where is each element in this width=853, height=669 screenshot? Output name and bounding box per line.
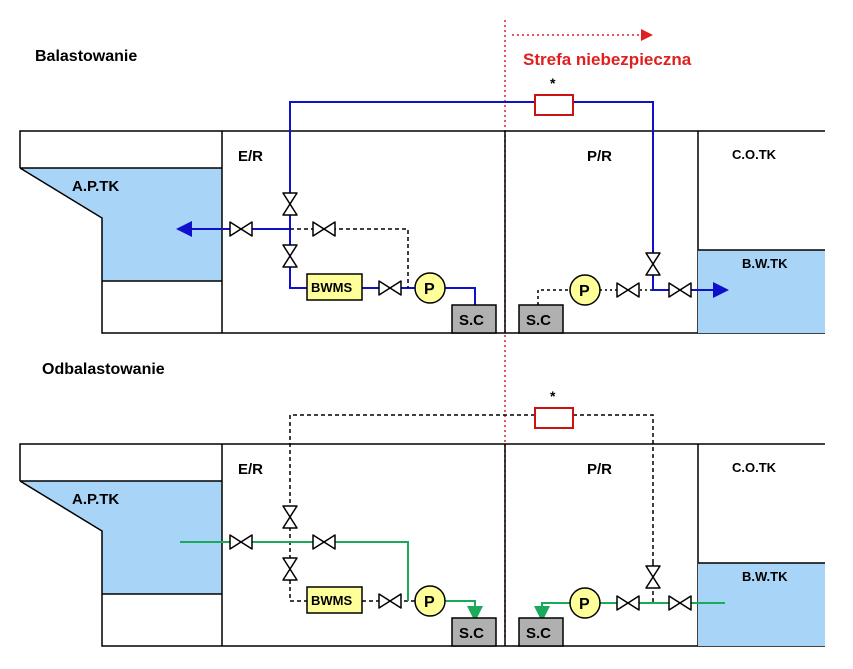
filter-box (534, 407, 574, 429)
danger-zone-label: Strefa niebezpieczna (523, 50, 692, 69)
bw-tank-valve-icon (668, 595, 692, 611)
bwms-inlet-line (289, 573, 307, 602)
ap-tank-fill (20, 481, 222, 594)
er-sea-chest (451, 304, 497, 334)
bwms-outlet-valve-icon (378, 593, 402, 609)
pr-sc-line (534, 602, 570, 622)
bwms-label: BWMS (311, 593, 352, 608)
pr-pump-icon (569, 274, 601, 306)
er-sea-chest (451, 617, 497, 647)
dashed-crossover-line (290, 228, 409, 288)
bw-tank-valve-icon (668, 282, 692, 298)
ap-tank-valve-icon (229, 534, 253, 550)
engine-room-label: E/R (238, 148, 263, 165)
ap-tank-label: A.P.TK (72, 491, 119, 508)
cargo-oil-tank-label: C.O.TK (732, 460, 777, 475)
pump-sc-line (445, 287, 476, 305)
bw-tank-fill (698, 563, 825, 646)
bw-tank-label: B.W.TK (742, 569, 788, 584)
er-pump-label: P (424, 281, 435, 298)
pr-sea-chest (518, 617, 564, 647)
overhead-line (289, 101, 654, 260)
bwms-outlet-valve-icon (378, 280, 402, 296)
pr-sea-chest-label: S.C (526, 625, 551, 642)
filter-asterisk: * (550, 75, 556, 91)
ap-tank-fill (20, 168, 222, 281)
er-upper-valve-icon (282, 505, 298, 529)
bwms-label: BWMS (311, 280, 352, 295)
pump-sc-line (445, 600, 483, 622)
filter-box (534, 94, 574, 116)
bw-tank-label: B.W.TK (742, 256, 788, 271)
bypass-valve-icon (645, 565, 661, 589)
er-upper-valve-icon (282, 192, 298, 216)
crossover-valve-icon (312, 534, 336, 550)
er-lower-valve-icon (282, 244, 298, 268)
cargo-oil-tank-label: C.O.TK (732, 147, 777, 162)
bypass-valve-icon (645, 252, 661, 276)
pr-sea-chest (518, 304, 564, 334)
er-pump-label: P (424, 594, 435, 611)
filter-asterisk: * (550, 388, 556, 404)
engine-room-label: E/R (238, 461, 263, 478)
pr-pump-label: P (579, 596, 590, 613)
er-sea-chest-label: S.C (459, 312, 484, 329)
pr-pump-label: P (579, 283, 590, 300)
panel-title: Odbalastowanie (42, 361, 165, 378)
er-pump-icon (414, 272, 446, 304)
bwms-unit (306, 586, 363, 614)
er-lower-valve-icon (282, 557, 298, 581)
pr-pump-icon (569, 587, 601, 619)
crossover-valve-icon (312, 221, 336, 237)
er-pump-icon (414, 585, 446, 617)
ap-tank-suction-line (180, 541, 409, 601)
er-sea-chest-label: S.C (459, 625, 484, 642)
hull-deck-line (19, 130, 825, 168)
ap-tank-valve-icon (229, 221, 253, 237)
pr-sc-line (537, 289, 570, 305)
pump-room-label: P/R (587, 148, 612, 165)
panel-title: Balastowanie (35, 48, 137, 65)
pr-pump-valve-icon (616, 595, 640, 611)
pump-room-label: P/R (587, 461, 612, 478)
pr-sea-chest-label: S.C (526, 312, 551, 329)
bwms-inlet-line (289, 260, 307, 289)
ap-tank-label: A.P.TK (72, 178, 119, 195)
hull-deck-line (19, 443, 825, 481)
overhead-line (289, 414, 654, 573)
pr-pump-valve-icon (616, 282, 640, 298)
bwms-unit (306, 273, 363, 301)
